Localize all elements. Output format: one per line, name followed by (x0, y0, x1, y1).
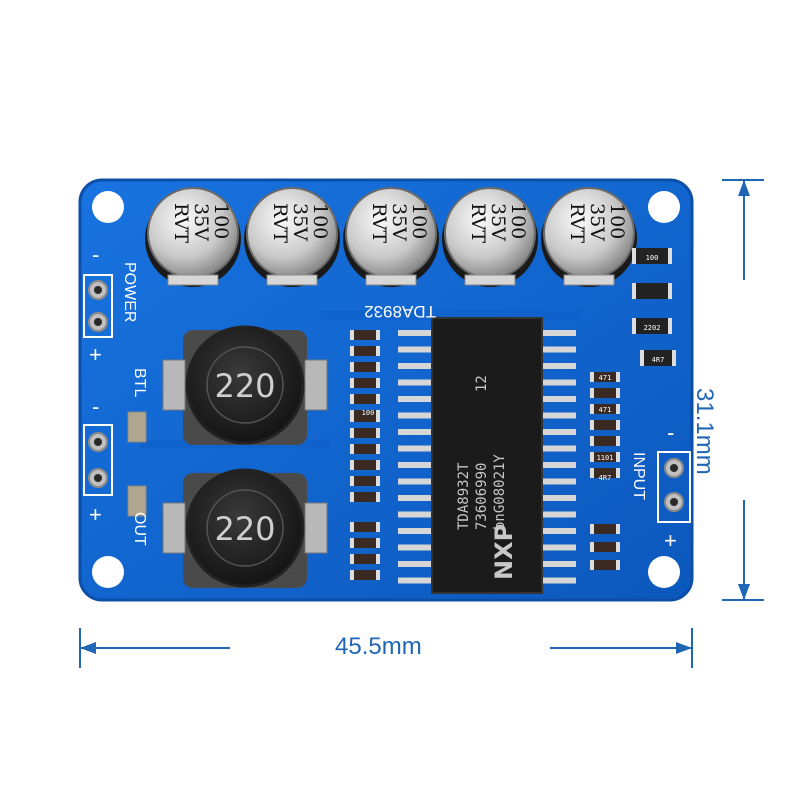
smd-resistor (590, 524, 620, 534)
smd-resistor (350, 330, 380, 340)
dimension-lines (79, 179, 764, 668)
chip-line2: 73606990 (474, 463, 490, 530)
capacitor-marking: 100 (210, 203, 232, 239)
mounting-hole (92, 556, 124, 588)
smd-resistor (590, 468, 620, 478)
smd-resistor (350, 428, 380, 438)
height-dimension-label: 31.1mm (691, 388, 718, 475)
output-header (83, 424, 113, 496)
out-label: OUT (131, 512, 148, 546)
input-label: INPUT (630, 452, 647, 500)
smd-marking: 4R7 (599, 474, 612, 482)
smd-resistor (350, 346, 380, 356)
capacitor-marking: RVT (368, 203, 390, 243)
smd-resistor (350, 460, 380, 470)
mounting-hole (648, 191, 680, 223)
smd-resistor (632, 248, 672, 264)
smd-resistor (590, 388, 620, 398)
smd-resistor (350, 444, 380, 454)
smd-marking: 471 (599, 406, 612, 414)
capacitor-marking: RVT (170, 203, 192, 243)
power-inductor: 220 (162, 325, 328, 445)
tda8932-chip: TDA8932T 73606990 bnG08021Y 12 NXP (398, 317, 576, 594)
capacitor-marking: 35V (487, 203, 509, 241)
capacitor-marking: 100 (507, 203, 529, 239)
input-header (657, 451, 691, 523)
mounting-hole (648, 556, 680, 588)
inductor-group: 220 220 (162, 325, 328, 588)
smd-marking: 1101 (597, 454, 614, 462)
capacitor-marking: RVT (566, 203, 588, 243)
smd-marking: 471 (599, 374, 612, 382)
smd-resistor (350, 492, 380, 502)
smd-resistor (590, 372, 620, 382)
power-inductor: 220 (162, 468, 328, 588)
smd-resistor (590, 542, 620, 552)
smd-resistor (350, 554, 380, 564)
smd-resistor (632, 318, 672, 334)
smd-resistor (640, 350, 676, 366)
smd-resistor (350, 378, 380, 388)
capacitor-marking: RVT (269, 203, 291, 243)
capacitor-marking: 100 (408, 203, 430, 239)
smd-resistor (350, 476, 380, 486)
smd-resistor (350, 362, 380, 372)
btl-label: BTL (131, 368, 148, 397)
out-plus: + (89, 502, 102, 527)
input-minus: - (667, 420, 674, 445)
smd-resistor (632, 283, 672, 299)
mounting-hole (92, 191, 124, 223)
smd-marking: 2202 (644, 324, 661, 332)
power-label: POWER (121, 262, 138, 322)
capacitor-marking: 100 (606, 203, 628, 239)
smd-marking: 4R7 (652, 356, 665, 364)
chip-label: TDA8932 (364, 302, 436, 321)
capacitor-marking: 35V (289, 203, 311, 241)
smd-resistor (590, 436, 620, 446)
width-dimension-label: 45.5mm (335, 633, 422, 660)
smd-resistor (350, 538, 380, 548)
smd-marking: 100 (362, 409, 375, 417)
capacitor-marking: 100 (309, 203, 331, 239)
smd-resistor (350, 394, 380, 404)
smd-resistor (350, 522, 380, 532)
inductor-marking: 220 (214, 510, 275, 548)
smd-resistor (350, 412, 380, 422)
chip-line3: bnG08021Y (492, 454, 508, 530)
smd-resistor (590, 560, 620, 570)
smd-resistor (350, 570, 380, 580)
capacitor-marking: 35V (190, 203, 212, 241)
smd-resistor (590, 420, 620, 430)
smd-components: 100 100 2202 471 471 4R7 1101 4R7 (127, 248, 676, 580)
silkscreen-labels: TDA8932 POWER BTL OUT INPUT - + - + - + (89, 242, 677, 553)
smd-capacitor (127, 485, 147, 517)
capacitor-marking: RVT (467, 203, 489, 243)
chip-code: 12 (474, 375, 490, 392)
power-header (83, 274, 113, 338)
input-plus: + (664, 528, 677, 553)
smd-capacitor (127, 411, 147, 443)
smd-resistor (590, 404, 620, 414)
smd-marking: 100 (646, 254, 659, 262)
capacitor-marking: 35V (586, 203, 608, 241)
out-minus: - (92, 394, 99, 419)
power-minus: - (92, 242, 99, 267)
capacitor-marking: 35V (388, 203, 410, 241)
nxp-logo: NXP (490, 524, 518, 580)
inductor-marking: 220 (214, 367, 275, 405)
smd-resistor (590, 452, 620, 462)
chip-line1: TDA8932T (456, 462, 472, 530)
power-plus: + (89, 342, 102, 367)
